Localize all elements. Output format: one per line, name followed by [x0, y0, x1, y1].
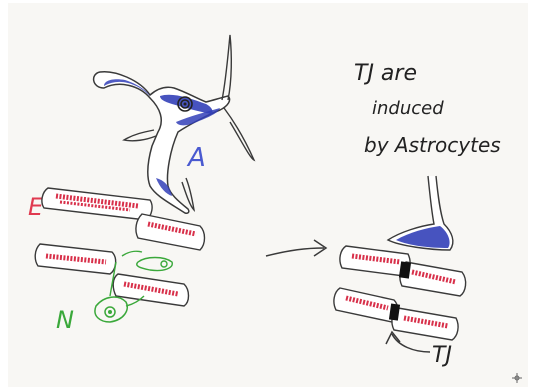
- note-line-2: induced: [372, 98, 444, 119]
- note-line-3: by Astrocytes: [364, 133, 501, 157]
- astrocyte-label: A: [186, 143, 206, 173]
- neuron-label: N: [56, 306, 74, 334]
- note-line-1: TJ are: [354, 61, 417, 86]
- tj-label: TJ: [432, 343, 452, 368]
